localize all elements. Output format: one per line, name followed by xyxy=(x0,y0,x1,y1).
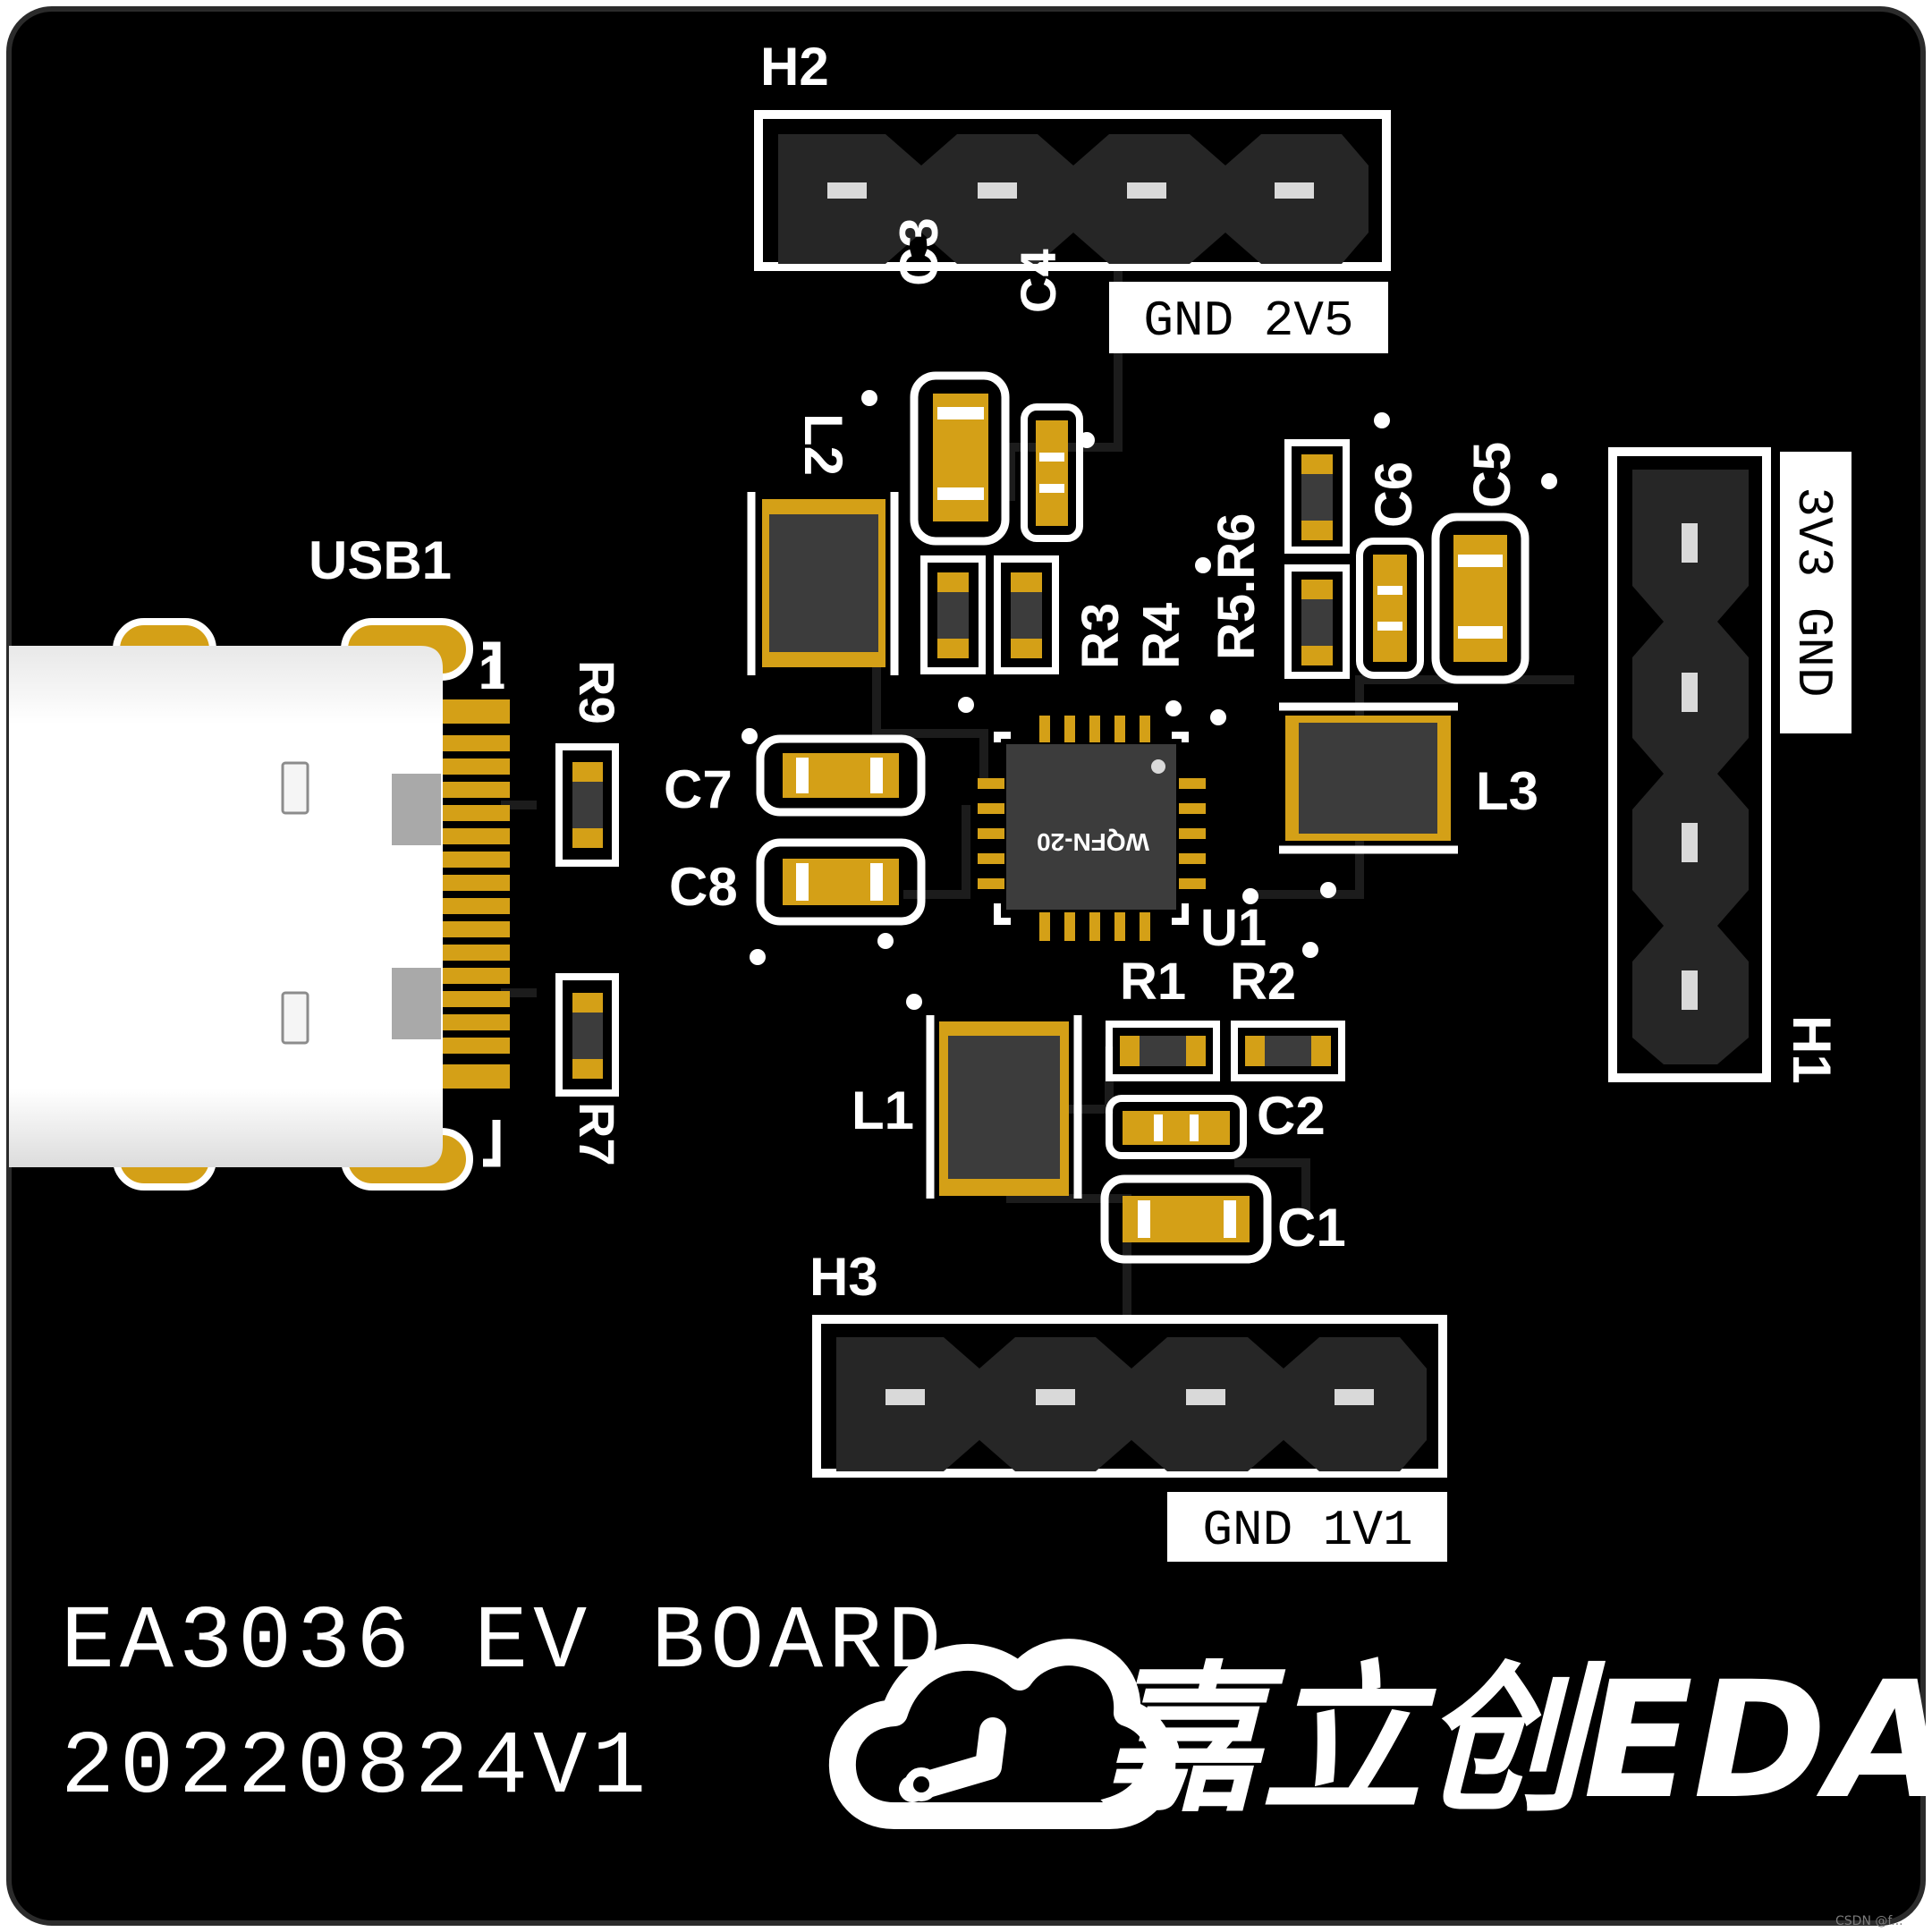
jlc-eda-logo: 嘉立创EDA xyxy=(828,1639,1932,1835)
usb-shell-slot-top xyxy=(281,761,309,815)
polarity-dots xyxy=(741,390,1557,1010)
h1-pin-1 xyxy=(1682,523,1698,563)
h1-pin-3 xyxy=(1682,823,1698,862)
c3-label: C3 xyxy=(889,217,949,286)
r9-label: R9 xyxy=(569,660,625,724)
usb-shell-tab-bottom xyxy=(392,968,441,1039)
u1-body xyxy=(1006,744,1176,910)
resistor-r1: R1 xyxy=(1106,953,1220,1081)
h1-pin-label: 3V3 GND xyxy=(1784,487,1842,697)
board-title: EA3036 EV BOARD 20220824V1 xyxy=(61,1593,946,1819)
c8-label: C8 xyxy=(669,857,738,917)
usb-shell xyxy=(9,646,443,1167)
h2-outline xyxy=(754,110,1391,271)
capacitor-c6: C6 xyxy=(1356,462,1424,679)
capacitor-c5: C5 xyxy=(1431,442,1530,684)
usb-bottom-mark xyxy=(483,1120,501,1167)
c2-label: C2 xyxy=(1257,1086,1326,1146)
inductor-l2: L2 xyxy=(747,413,899,675)
capacitor-c7: C7 xyxy=(664,734,926,819)
h2-pin-4 xyxy=(1275,182,1314,199)
capacitor-c4: C4 xyxy=(1010,249,1083,542)
resistor-r4: R4 xyxy=(994,555,1191,674)
ic-u1: WQFN-20 U1 xyxy=(978,716,1267,957)
h1-pin-label-box xyxy=(1780,452,1852,733)
h3-pin-2 xyxy=(1036,1389,1075,1405)
h3-pin-3 xyxy=(1186,1389,1225,1405)
logo-brand-text: 嘉立创EDA xyxy=(1100,1648,1932,1835)
resistor-r5-r6: R5.R6 xyxy=(1208,439,1350,679)
h1-ref-label: H1 xyxy=(1782,1015,1842,1084)
capacitor-c2: C2 xyxy=(1106,1086,1326,1159)
resistor-r2: R2 xyxy=(1230,953,1345,1081)
c6-label: C6 xyxy=(1365,462,1423,528)
header-h3: H3 GND 1V1 xyxy=(809,1247,1447,1562)
inductor-l1: L1 xyxy=(852,1015,1082,1199)
watermark: CSDN @f... xyxy=(1835,1914,1903,1928)
resistor-r7: R7 xyxy=(555,973,625,1166)
h3-pin-label: GND 1V1 xyxy=(1202,1502,1412,1559)
usb-signal-pins xyxy=(438,699,510,1089)
header-h1: 3V3 GND H1 xyxy=(1608,447,1852,1084)
usb-shell-slot-bottom xyxy=(281,991,309,1045)
capacitor-c3: C3 xyxy=(889,217,1010,546)
h1-pin-2 xyxy=(1682,673,1698,712)
h3-ref-label: H3 xyxy=(809,1247,878,1307)
h3-pin-label-box xyxy=(1167,1492,1447,1562)
r56-label: R5.R6 xyxy=(1208,513,1266,660)
usb-pin1-label: 1 xyxy=(479,646,505,699)
header-h2: H2 GND 2V5 xyxy=(754,37,1391,353)
inductor-l3: L3 xyxy=(1279,702,1538,854)
h2-pin-3 xyxy=(1127,182,1166,199)
h2-ref-label: H2 xyxy=(760,37,829,97)
resistor-r9: R9 xyxy=(555,660,625,867)
usb-shell-tab-top xyxy=(392,774,441,845)
r4-label: R4 xyxy=(1132,603,1191,669)
c5-label: C5 xyxy=(1463,442,1521,508)
r7-label: R7 xyxy=(569,1102,625,1166)
h3-pin-1 xyxy=(886,1389,925,1405)
board-title-line1: EA3036 EV BOARD xyxy=(61,1593,946,1694)
c4-label: C4 xyxy=(1010,249,1066,313)
h3-pin-4 xyxy=(1335,1389,1374,1405)
capacitor-c1: C1 xyxy=(1100,1174,1346,1264)
c7-label: C7 xyxy=(664,759,733,819)
h2-pin-label-box xyxy=(1109,282,1388,353)
h3-outline xyxy=(812,1315,1447,1478)
h1-outline xyxy=(1608,447,1771,1082)
r1-label: R1 xyxy=(1120,953,1186,1011)
h1-pin-4 xyxy=(1682,970,1698,1010)
c1-label: C1 xyxy=(1277,1198,1346,1258)
r3-label: R3 xyxy=(1072,603,1130,669)
u1-ref-label: U1 xyxy=(1200,899,1267,957)
l3-label: L3 xyxy=(1476,761,1538,821)
usb-connector: USB1 xyxy=(9,530,510,1191)
l2-label: L2 xyxy=(793,413,853,476)
u1-package-label: WQFN-20 xyxy=(1037,828,1149,856)
capacitor-c8: C8 xyxy=(669,838,926,926)
r2-label: R2 xyxy=(1230,953,1296,1011)
usb-ref-label: USB1 xyxy=(309,530,452,590)
resistor-r3: R3 xyxy=(920,555,1130,674)
h2-pin-1 xyxy=(827,182,867,199)
h2-pin-label: GND 2V5 xyxy=(1143,292,1353,350)
h2-pin-2 xyxy=(978,182,1017,199)
usb-pin1-mark xyxy=(483,641,501,689)
l1-label: L1 xyxy=(852,1080,914,1140)
board-title-line2: 20220824V1 xyxy=(61,1718,651,1819)
